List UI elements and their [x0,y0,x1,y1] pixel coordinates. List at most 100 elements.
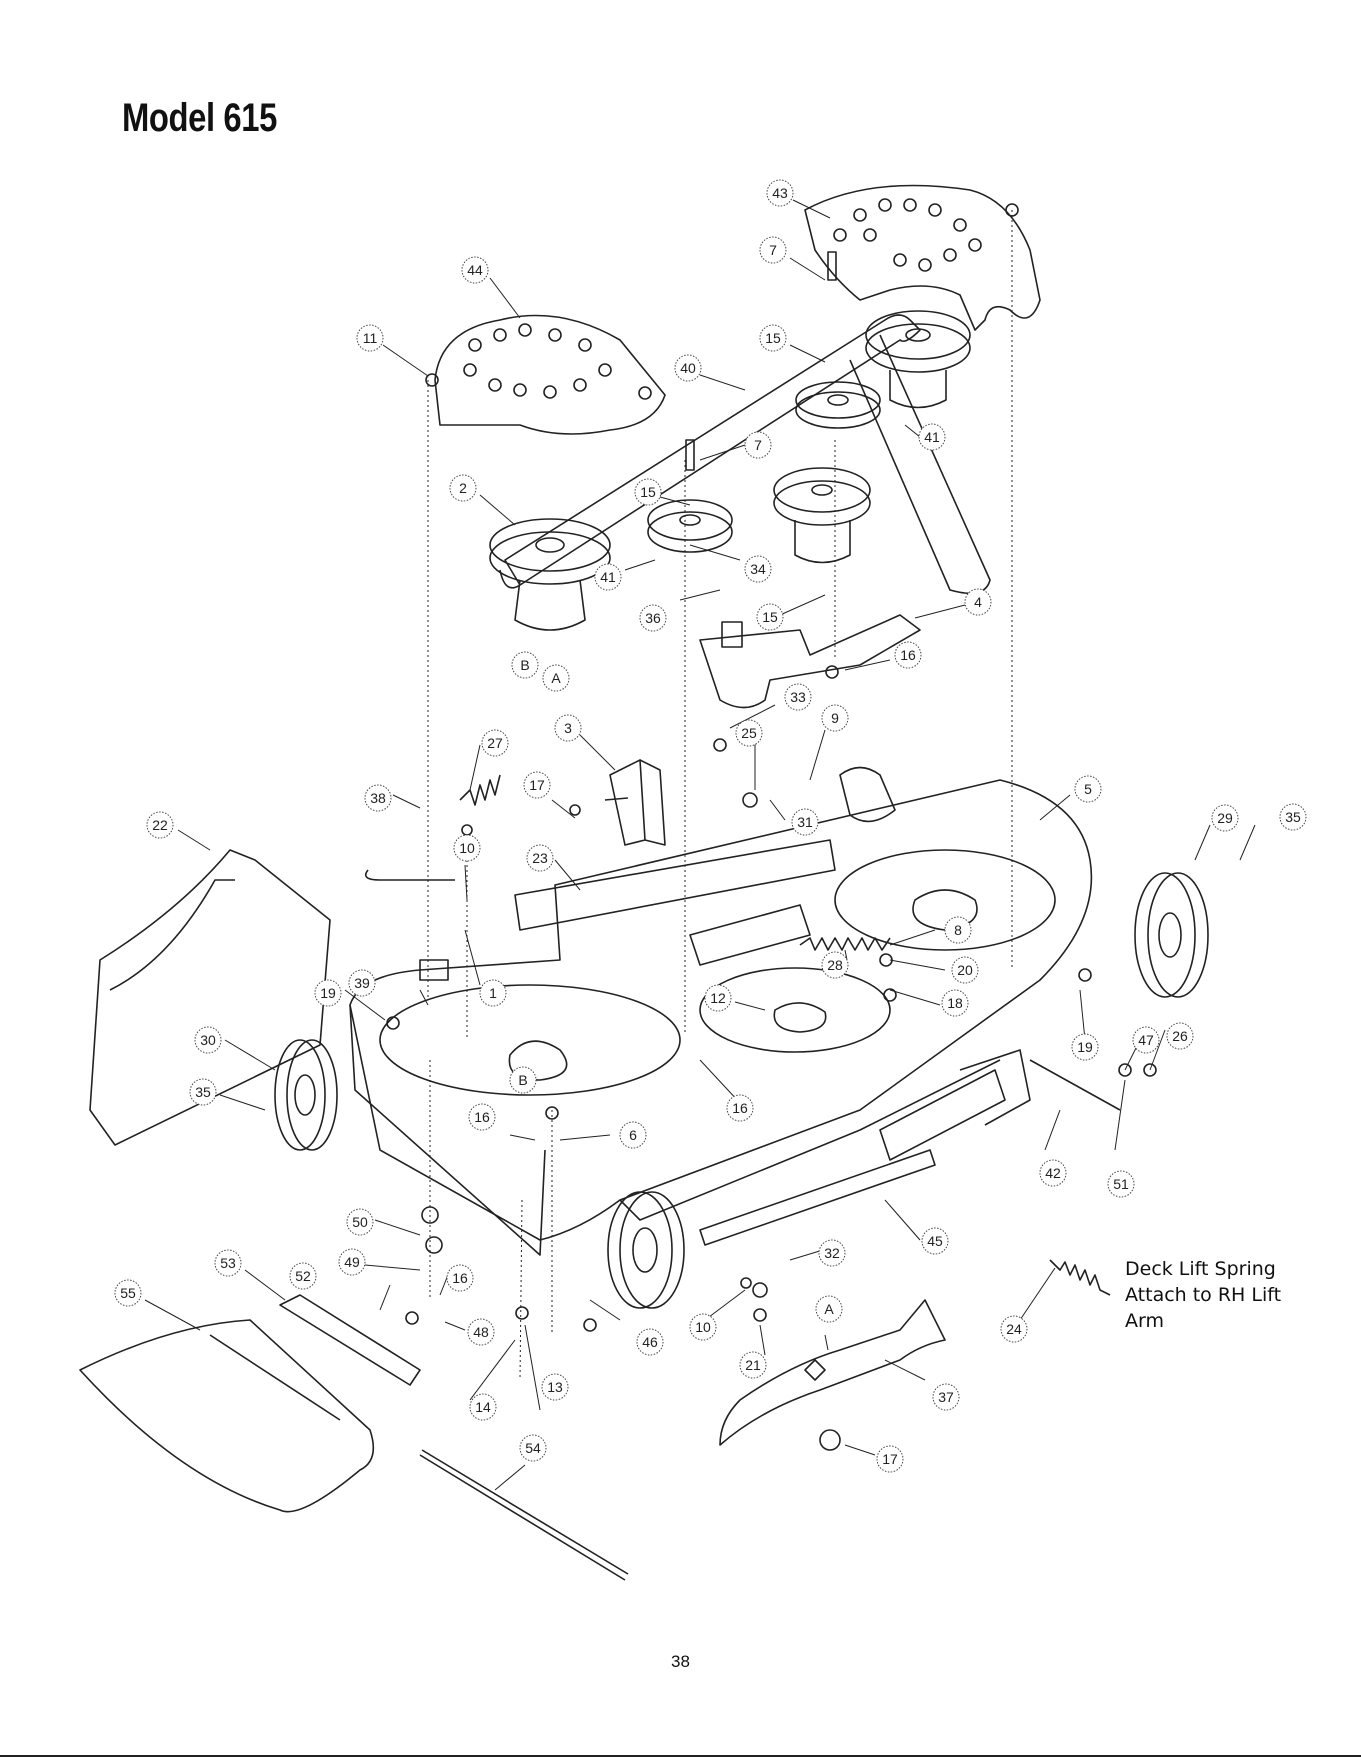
callout-23: 38 [365,785,391,811]
deck-lift-note-line-2: Attach to RH Lift [1125,1284,1281,1306]
callout-label: 35 [1285,809,1301,825]
callout-64: 21 [740,1352,766,1378]
pulley-mid-spindle [774,468,870,563]
callout-label: 45 [927,1233,943,1249]
callout-42: 47 [1133,1027,1159,1053]
callout-label: 12 [710,990,726,1006]
callout-40: 30 [195,1027,221,1053]
callout-label: 16 [452,1270,468,1286]
callout-label: 38 [370,790,386,806]
callout-label: 32 [824,1245,840,1261]
deck-lift-note-line-3: Arm [1125,1310,1164,1332]
callout-label: 21 [745,1357,761,1373]
callout-label: 10 [459,840,475,856]
callout-44: 35 [190,1079,216,1105]
callout-label: 41 [924,429,940,445]
callout-24: 17 [524,772,550,798]
callout-26: 29 [1212,805,1238,831]
callout-label: 53 [220,1255,236,1271]
callout-label: 16 [474,1109,490,1125]
callout-7: 7 [745,432,771,458]
callout-label: 2 [459,480,467,496]
callout-50: 51 [1108,1171,1134,1197]
baffle-bracket [280,1295,420,1385]
callout-65: 37 [933,1384,959,1410]
callout-63: 24 [1001,1316,1027,1342]
callout-69: 54 [520,1435,546,1461]
callout-43: 26 [1167,1023,1193,1049]
callout-label: 40 [680,360,696,376]
callout-46: 16 [469,1104,495,1130]
callout-label: 48 [473,1324,489,1340]
callout-25: 5 [1075,776,1101,802]
callout-label: 15 [765,330,781,346]
belt-cover-right [805,186,1040,331]
callout-label: 6 [629,1127,637,1143]
callout-38: 12 [705,985,731,1011]
callout-label: 26 [1172,1028,1188,1044]
spring-27 [460,775,500,805]
callout-label: 24 [1006,1321,1022,1337]
callout-36: 39 [349,970,375,996]
callout-label: 31 [797,814,813,830]
callout-label: 42 [1045,1165,1061,1181]
lift-arm-assembly [700,1050,1120,1245]
callout-14: 4 [965,589,991,615]
gauge-wheel-front [608,1192,684,1308]
callout-label: 13 [547,1379,563,1395]
callout-label: 17 [882,1451,898,1467]
callout-label: 5 [1084,781,1092,797]
callout-51: 50 [347,1209,373,1235]
callout-53: 53 [215,1250,241,1276]
callout-label: 37 [938,1389,954,1405]
callout-label: 43 [772,185,788,201]
callout-label: 8 [954,922,962,938]
callout-label: 16 [900,647,916,663]
callout-16: A [543,665,569,691]
callout-17: 16 [895,642,921,668]
belt-cover-left [435,316,665,435]
callout-2: 11 [357,325,383,351]
callout-label: 14 [475,1399,491,1415]
callout-label: 19 [1077,1039,1093,1055]
deck-lift-note-line-1: Deck Lift Spring [1125,1258,1276,1280]
callout-18: 3 [555,715,581,741]
callout-label: 44 [467,262,483,278]
bottom-rule [0,1755,1361,1757]
callout-56: 16 [447,1265,473,1291]
leader-lines [145,200,1255,1490]
callout-label: 47 [1138,1032,1154,1048]
callout-28: 22 [147,812,173,838]
callout-label: 4 [974,594,982,610]
callout-8: 2 [450,475,476,501]
callout-66: 14 [470,1394,496,1420]
callout-0: 43 [767,180,793,206]
callout-30: 23 [527,845,553,871]
callout-45: B [510,1067,536,1093]
spring-24 [1050,1260,1110,1295]
callout-label: 7 [769,242,777,258]
callout-22: 27 [482,730,508,756]
callout-label: B [520,657,529,673]
callout-11: 34 [745,556,771,582]
callout-label: 49 [344,1254,360,1270]
callout-49: 42 [1040,1160,1066,1186]
callout-59: 48 [468,1319,494,1345]
pulley-center [648,500,732,552]
callout-54: 49 [339,1249,365,1275]
callout-label: 10 [695,1319,711,1335]
callout-label: 9 [831,710,839,726]
callout-9: 15 [635,479,661,505]
mulch-baffle [80,1320,373,1512]
callout-57: 32 [819,1240,845,1266]
callout-label: 1 [489,985,497,1001]
callout-label: 7 [754,437,762,453]
callout-label: 17 [529,777,545,793]
callout-10: 41 [595,564,621,590]
pulley-right-spindle [866,311,970,408]
pulley-idler [796,382,880,428]
baffle-rod [420,1450,628,1580]
callout-5: 40 [675,355,701,381]
callout-label: 29 [1217,810,1233,826]
